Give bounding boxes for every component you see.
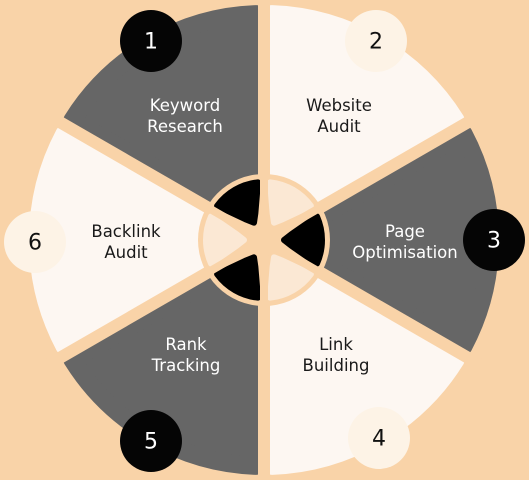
hub-divider	[274, 201, 327, 237]
step-label-line2: Tracking	[151, 356, 221, 375]
step-label-line2: Audit	[104, 243, 148, 262]
step-number-5: 5	[144, 430, 158, 455]
hub-wedge-1	[214, 179, 261, 226]
hub-divider	[201, 201, 254, 237]
step-label-line1: Backlink	[91, 222, 161, 241]
hub-divider	[201, 243, 254, 279]
inner-hub	[198, 170, 330, 310]
step-number-2: 2	[369, 30, 383, 55]
segment-divider	[44, 109, 226, 222]
hub-divider	[274, 243, 327, 279]
segment-layer	[29, 0, 499, 480]
step-number-badge-5	[120, 410, 182, 472]
step-number-badge-2	[345, 10, 407, 72]
step-number-badge-6	[4, 211, 66, 273]
step-label-line2: Optimisation	[352, 243, 458, 262]
step-label-line1: Rank	[165, 335, 207, 354]
segment-divider	[302, 109, 484, 222]
step-label-line1: Link	[319, 335, 353, 354]
step-label-line2: Audit	[317, 117, 361, 136]
step-number-badge-4	[348, 407, 410, 469]
hub-wedge-4	[267, 254, 314, 301]
hub-centre	[248, 224, 280, 256]
step-number-1: 1	[144, 30, 158, 55]
segment-divider	[44, 258, 226, 371]
hub-wedge-6	[203, 213, 247, 267]
hub-wedge-2	[267, 179, 314, 226]
hub-wedge-3	[281, 213, 325, 267]
step-label-line1: Keyword	[150, 96, 220, 115]
hub-wedge-5	[214, 254, 261, 301]
step-number-3: 3	[487, 229, 501, 254]
step-label-line1: Page	[385, 222, 425, 241]
segment-divider	[302, 258, 484, 371]
step-label-line1: Website	[306, 96, 372, 115]
step-label-line2: Research	[147, 117, 223, 136]
badge-layer: 1 2 3 4 5 6	[4, 10, 525, 472]
step-number-badge-3	[463, 209, 525, 271]
step-label-line2: Building	[303, 356, 370, 375]
step-number-6: 6	[28, 231, 42, 256]
step-number-4: 4	[372, 427, 386, 452]
step-number-badge-1	[120, 10, 182, 72]
